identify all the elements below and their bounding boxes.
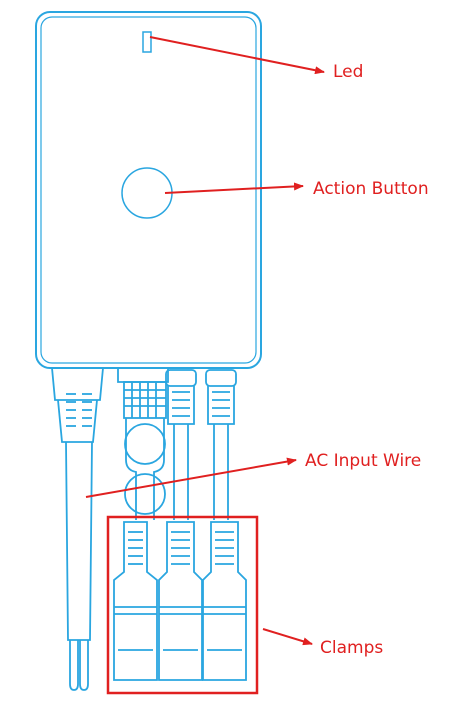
device-body <box>35 11 262 369</box>
led-label: Led <box>333 62 363 82</box>
clamps-label: Clamps <box>320 638 383 658</box>
action-button-label: Action Button <box>313 179 429 199</box>
led-arrow <box>149 36 325 75</box>
output-lead-3 <box>205 369 237 520</box>
ac-input-wire-arrow <box>85 457 297 498</box>
clamp-connectors <box>113 521 247 681</box>
action-button[interactable] <box>121 167 173 219</box>
output-lead-2 <box>165 369 197 520</box>
led-indicator <box>142 31 152 53</box>
action-button-arrow <box>164 182 304 194</box>
output-lead-1 <box>117 368 169 520</box>
ac-input-wire-label: AC Input Wire <box>305 451 421 471</box>
clamps-highlight-box <box>106 515 259 695</box>
ac-input-wire <box>51 367 104 691</box>
clamps-arrow <box>262 628 313 646</box>
